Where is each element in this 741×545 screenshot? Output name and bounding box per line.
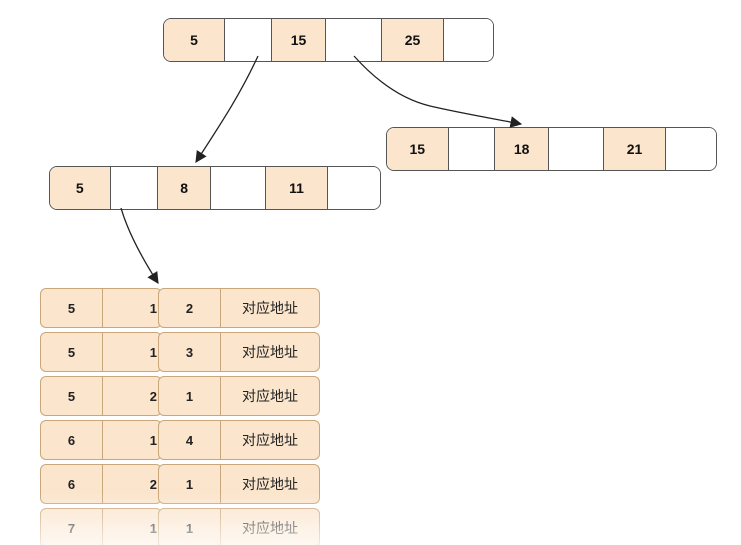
- root-key-2: 15: [272, 19, 325, 61]
- leaf-table: 5 1 2 对应地址 5 1 3 对应地址 5 2 1 对应地址 6 1: [40, 288, 322, 545]
- leaf-col-b: 1: [149, 344, 157, 360]
- arrow-left-node-to-leaf: [120, 207, 159, 284]
- right-node-key-3: 21: [603, 128, 666, 170]
- root-key-3: 25: [382, 19, 443, 61]
- arrow-root-to-right-node: [353, 55, 523, 128]
- right-node-pointer-3: [665, 128, 716, 170]
- root-pointer-3: [443, 19, 493, 61]
- left-node-pointer-1: [109, 167, 159, 209]
- root-node: 5 15 25: [163, 18, 494, 62]
- root-pointer-2: [325, 19, 382, 61]
- leaf-col-c: 2: [159, 289, 221, 327]
- left-node-key-1: 5: [50, 167, 110, 209]
- table-row: 5 1 3 对应地址: [40, 332, 322, 372]
- leaf-address: 对应地址: [242, 300, 298, 316]
- leaf-col-b: 2: [149, 476, 157, 492]
- leaf-col-b: 1: [149, 432, 157, 448]
- right-node-key-1: 15: [387, 128, 448, 170]
- internal-node-left: 5 8 11: [49, 166, 381, 210]
- leaf-address: 对应地址: [242, 388, 298, 404]
- leaf-col-a: 6: [41, 465, 103, 503]
- left-node-key-2: 8: [158, 167, 211, 209]
- leaf-col-c: 1: [159, 465, 221, 503]
- leaf-col-b: 1: [149, 300, 157, 316]
- right-node-pointer-1: [447, 128, 496, 170]
- root-pointer-1: [224, 19, 272, 61]
- leaf-address: 对应地址: [242, 344, 298, 360]
- arrow-root-to-left-node: [195, 55, 259, 163]
- table-row: 5 1 2 对应地址: [40, 288, 322, 328]
- leaf-col-b: 2: [149, 388, 157, 404]
- left-node-pointer-2: [210, 167, 266, 209]
- leaf-col-c: 1: [159, 377, 221, 415]
- table-row: 5 2 1 对应地址: [40, 376, 322, 416]
- leaf-address: 对应地址: [242, 476, 298, 492]
- leaf-col-a: 6: [41, 421, 103, 459]
- left-node-key-3: 11: [265, 167, 328, 209]
- leaf-col-a: 5: [41, 377, 103, 415]
- leaf-address: 对应地址: [242, 432, 298, 448]
- leaf-col-c: 4: [159, 421, 221, 459]
- leaf-col-a: 5: [41, 333, 103, 371]
- internal-node-right: 15 18 21: [386, 127, 717, 171]
- right-node-pointer-2: [548, 128, 604, 170]
- leaf-col-c: 3: [159, 333, 221, 371]
- right-node-key-2: 18: [495, 128, 549, 170]
- root-key-1: 5: [164, 19, 224, 61]
- leaf-col-a: 5: [41, 289, 103, 327]
- table-row: 6 1 4 对应地址: [40, 420, 322, 460]
- left-node-pointer-3: [327, 167, 380, 209]
